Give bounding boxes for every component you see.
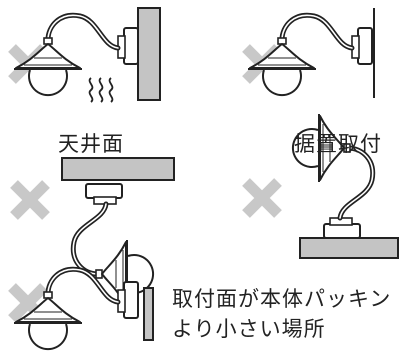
prohibited-x-icon xyxy=(14,184,46,216)
label-floor-mount: 据置取付 xyxy=(294,132,382,156)
floor-surface xyxy=(299,237,399,259)
wall-lamp-icon xyxy=(73,184,153,308)
label-small-surface-line2: より小さい場所 xyxy=(172,317,326,341)
prohibited-x-icon xyxy=(246,182,278,214)
label-ceiling: 天井面 xyxy=(58,132,124,156)
wall-surface xyxy=(137,7,161,101)
heat-waves-icon xyxy=(88,77,114,103)
ceiling-surface xyxy=(61,157,175,181)
label-small-surface-line1: 取付面が本体パッキン xyxy=(172,287,392,311)
small-mounting-surface xyxy=(143,287,154,341)
